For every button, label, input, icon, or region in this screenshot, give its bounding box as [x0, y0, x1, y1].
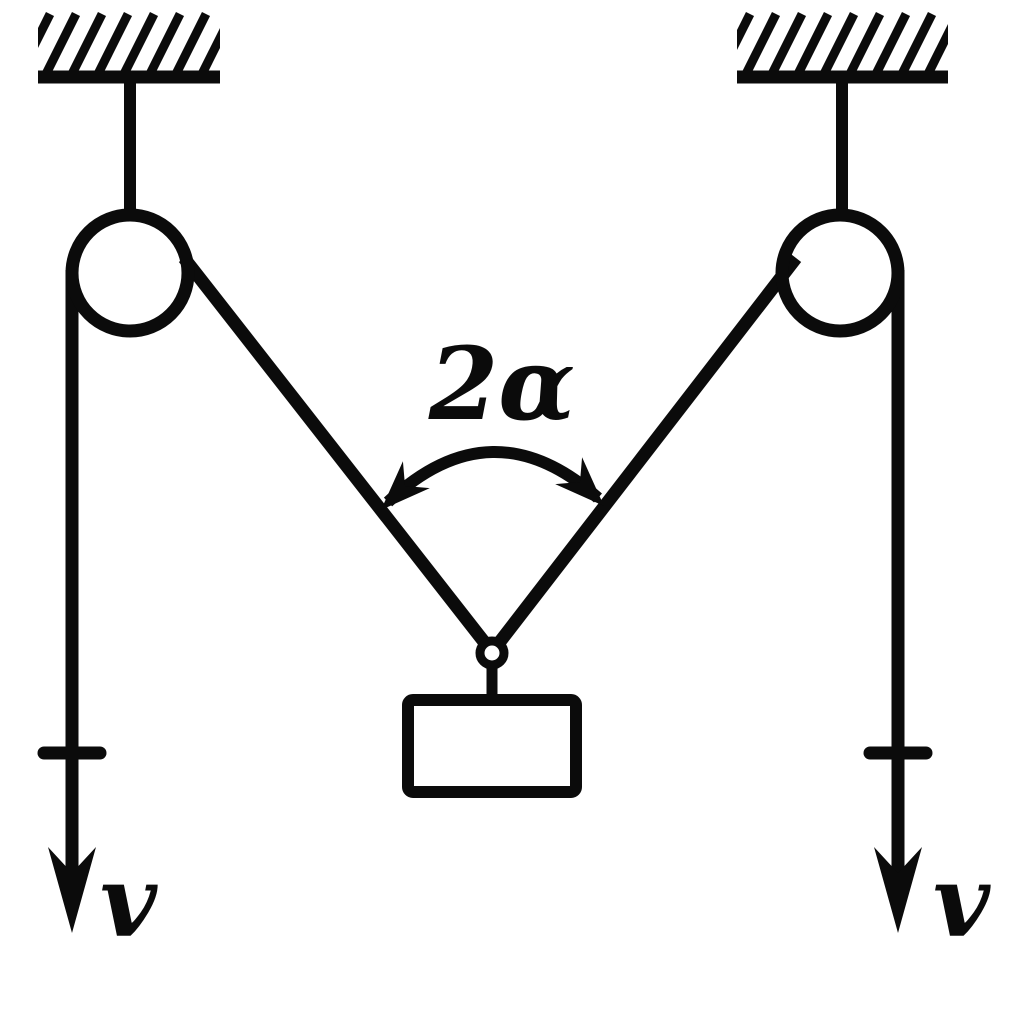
velocity-arrow-left — [37, 746, 107, 933]
hatch-line — [820, 11, 859, 71]
load-block — [402, 694, 582, 798]
arrowhead-down-left — [48, 847, 96, 933]
hatch-line — [172, 11, 211, 71]
ceiling-right-hatching — [737, 11, 948, 71]
hatch-line — [846, 11, 885, 71]
angle-label: 2α — [428, 325, 576, 443]
velocity-label-right: v — [933, 845, 991, 960]
velocity-arrow-right — [863, 746, 933, 933]
junction-ring — [475, 636, 509, 670]
hatch-line — [198, 27, 220, 71]
rope-left-diagonal — [178, 253, 498, 657]
hatch-line — [38, 11, 55, 49]
hatch-line — [742, 11, 781, 71]
angle-arc-group — [381, 446, 604, 510]
rope-right-diagonal — [486, 254, 802, 656]
hatch-line — [872, 11, 911, 71]
hatch-line — [120, 11, 159, 71]
hatch-line — [794, 11, 833, 71]
hatch-line — [68, 11, 107, 71]
velocity-label-left: v — [100, 845, 158, 960]
pulley-left-wheel — [65, 208, 195, 338]
ceiling-right — [737, 11, 948, 84]
angle-arc — [383, 446, 602, 507]
hatch-line — [94, 11, 133, 71]
pulley-right-wheel — [775, 208, 905, 338]
hatch-line — [737, 11, 755, 51]
ceiling-left-hatching — [38, 11, 220, 71]
angle-arc-arrowhead-right — [555, 457, 604, 506]
hatch-line — [898, 11, 937, 71]
ceiling-left — [38, 11, 220, 84]
hatch-line — [768, 11, 807, 71]
hatch-line — [924, 23, 948, 71]
hatch-line — [42, 11, 81, 71]
hatch-line — [146, 11, 185, 71]
angle-arc-arrowhead-left — [381, 461, 430, 510]
arrowhead-down-right — [874, 847, 922, 933]
